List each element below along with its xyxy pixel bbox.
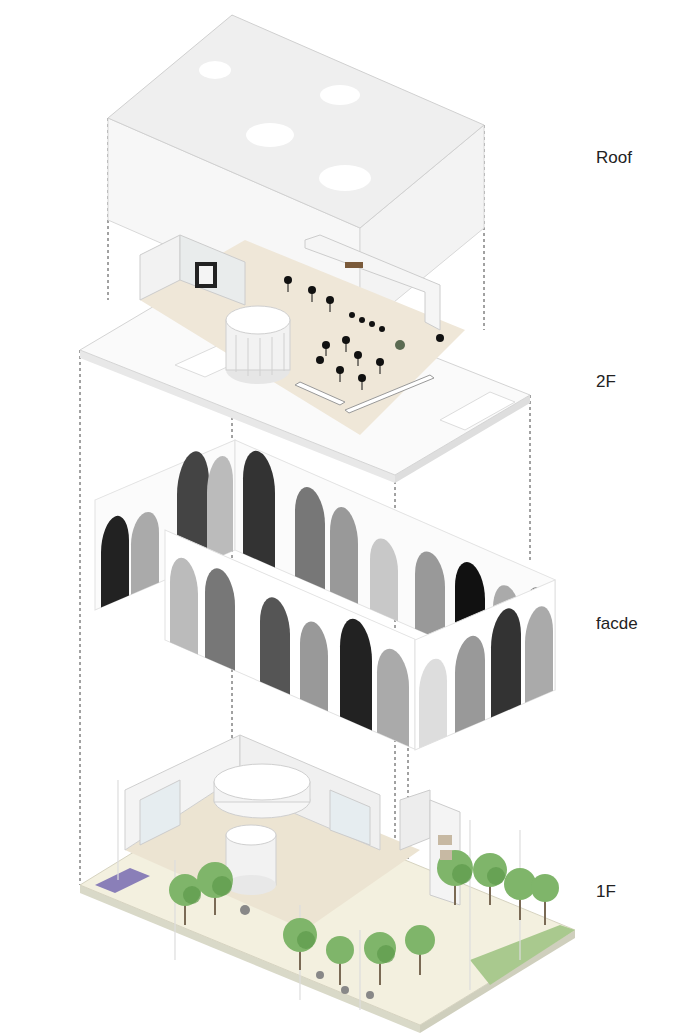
tree-symbols bbox=[169, 850, 559, 985]
layer-label: Roof bbox=[596, 148, 632, 168]
layer-label: 1F bbox=[596, 882, 616, 902]
layer-label: 2F bbox=[596, 372, 616, 392]
first-floor-layer bbox=[80, 735, 575, 1033]
layer-label: facde bbox=[596, 614, 638, 634]
second-floor-layer bbox=[80, 235, 530, 483]
facade-layer bbox=[95, 434, 555, 750]
